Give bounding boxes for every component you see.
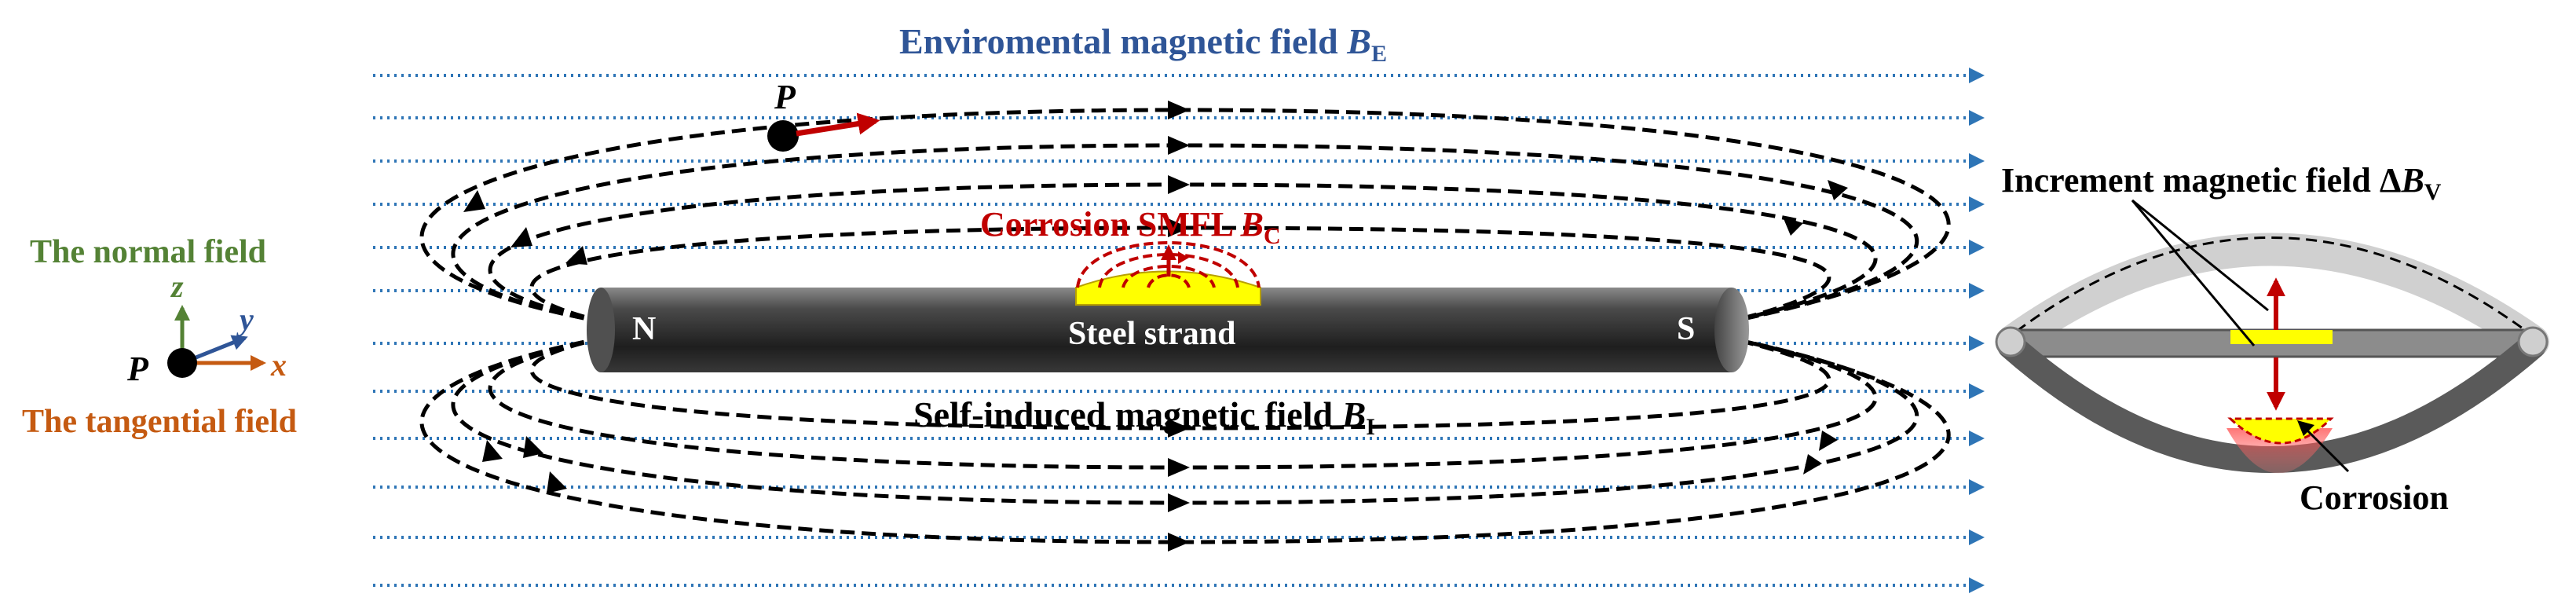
increment-pointer-1	[2131, 200, 2256, 346]
increment-field-label: Increment magnetic field ΔBV	[2001, 161, 2442, 205]
north-pole-label: N	[632, 311, 656, 347]
axis-x-label: x	[270, 347, 287, 383]
steel-strand-label: Steel strand	[1068, 316, 1236, 352]
corrosion-yellow-patch	[1075, 270, 1261, 306]
steel-strand	[587, 288, 1749, 372]
axis-y-label: y	[236, 302, 254, 337]
strand-deformation-inset	[1995, 199, 2549, 474]
corrosion-label: Corrosion	[2300, 478, 2449, 517]
field-loop-lower-1	[529, 335, 1831, 431]
inset-red-field	[2227, 428, 2333, 474]
axis-z-label: z	[170, 269, 184, 304]
corrosion-pointer	[2300, 423, 2350, 473]
loop-arrowheads	[463, 101, 1848, 552]
corrosion-smfl-patch	[1075, 241, 1261, 306]
strand-right-end	[1714, 288, 1749, 372]
strand-left-end	[587, 288, 615, 372]
corrosion-smfl-label: Corrosion SMFL BC	[980, 205, 1281, 249]
field-point-p	[767, 112, 880, 152]
coordinate-axes	[167, 305, 266, 378]
inset-corrosion-patch	[2230, 330, 2333, 344]
point-p-dot	[767, 120, 799, 152]
point-p-label: P	[774, 78, 796, 116]
inset-left-end	[1995, 326, 2026, 357]
upper-deformed-outline	[2002, 236, 2541, 343]
upper-deformed-strand	[1996, 233, 2549, 358]
origin-dot	[167, 348, 197, 378]
normal-field-label: The normal field	[30, 234, 266, 270]
environmental-field-title: Enviromental magnetic field BE	[899, 21, 1387, 67]
increment-pointer-2	[2131, 199, 2269, 312]
south-pole-label: S	[1677, 311, 1695, 347]
tangential-field-label: The tangential field	[22, 404, 297, 440]
inset-right-end	[2517, 326, 2549, 357]
axis-p-label: P	[126, 350, 149, 388]
point-p-tangent-arrow	[796, 112, 880, 137]
self-induced-field-label: Self-induced magnetic field BI	[913, 394, 1375, 440]
